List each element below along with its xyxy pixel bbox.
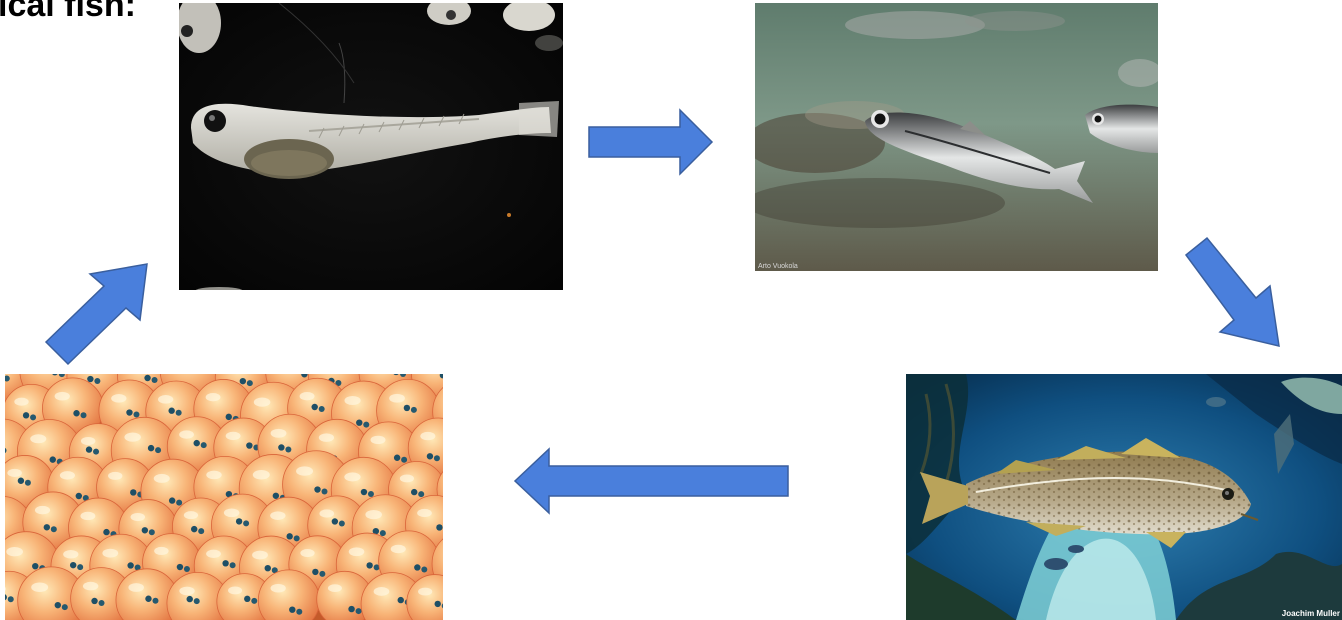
arrow-eggs-to-larva — [44, 262, 150, 366]
larva-photo — [179, 3, 563, 290]
arrow-juvenile-to-adult — [1184, 236, 1282, 348]
juvenile-photo-credit: Arto Vuokola — [758, 263, 798, 270]
eggs-photo — [5, 374, 443, 620]
arrow-adult-to-eggs — [513, 446, 791, 516]
arrow-larva-to-juvenile — [588, 108, 716, 176]
adult-photo: Joachim Muller — [906, 374, 1342, 620]
juvenile-photo: Arto Vuokola — [755, 3, 1158, 271]
adult-photo-credit: Joachim Muller — [1282, 609, 1340, 618]
page-title: ical fish: — [0, 0, 136, 25]
